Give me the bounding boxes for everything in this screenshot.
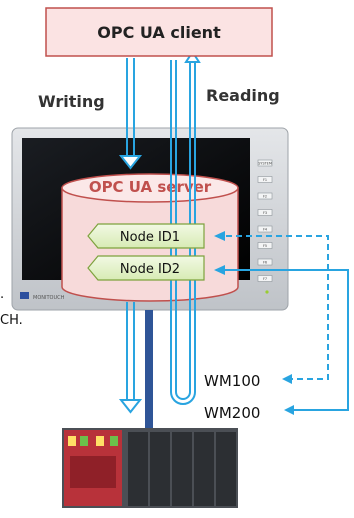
client-box: OPC UA client (45, 7, 273, 57)
wm100-link (214, 231, 329, 384)
cropped-text-1: . (0, 287, 4, 302)
node-id2: Node ID2 (87, 255, 205, 281)
node-id1-label: Node ID1 (120, 230, 180, 245)
plc-io-module (150, 432, 170, 506)
node-id1: Node ID1 (87, 223, 205, 249)
function-key (257, 242, 273, 249)
function-key (257, 159, 273, 167)
cropped-text-2: CH. (0, 313, 23, 328)
plc-cpu-face (70, 456, 116, 488)
function-key-label: F5 (263, 244, 267, 248)
writing-label: Writing (38, 92, 105, 111)
plc-rack (62, 428, 238, 508)
function-key (257, 258, 273, 266)
network-cable (145, 310, 153, 482)
wm100-label: WM100 (204, 372, 260, 390)
plc-io-module (194, 432, 214, 506)
function-key (257, 275, 273, 282)
function-key (257, 209, 273, 216)
function-key-label: F3 (263, 211, 267, 215)
reading-arrow (170, 50, 201, 405)
hmi-brand: MONITOUCH (33, 295, 65, 301)
function-key (257, 225, 273, 233)
plc-led-icon (110, 436, 118, 446)
function-key-label: F1 (263, 178, 267, 182)
function-key (257, 176, 273, 183)
wm200-label: WM200 (204, 404, 260, 422)
function-key-label: F4 (263, 228, 267, 232)
plc-led-icon (96, 436, 104, 446)
node-id2-label: Node ID2 (120, 262, 180, 277)
plc-io-module (128, 432, 148, 506)
function-key-label: F7 (263, 277, 267, 281)
status-led-icon (265, 290, 269, 294)
brand-logo-icon (20, 292, 29, 299)
plc-led-icon (68, 436, 76, 446)
plc-io-module (172, 432, 192, 506)
plc-io-module (216, 432, 236, 506)
function-key-label: SYSTEM (258, 162, 272, 166)
function-key-label: F6 (263, 261, 267, 265)
function-key-label: F2 (263, 195, 267, 199)
server-title: OPC UA server (89, 178, 212, 196)
writing-arrow-lower (118, 302, 143, 414)
function-key (257, 192, 273, 200)
reading-label: Reading (206, 86, 280, 105)
plc-led-icon (80, 436, 88, 446)
writing-arrow (118, 58, 143, 170)
wm200-link (214, 265, 349, 415)
client-title: OPC UA client (97, 23, 221, 42)
